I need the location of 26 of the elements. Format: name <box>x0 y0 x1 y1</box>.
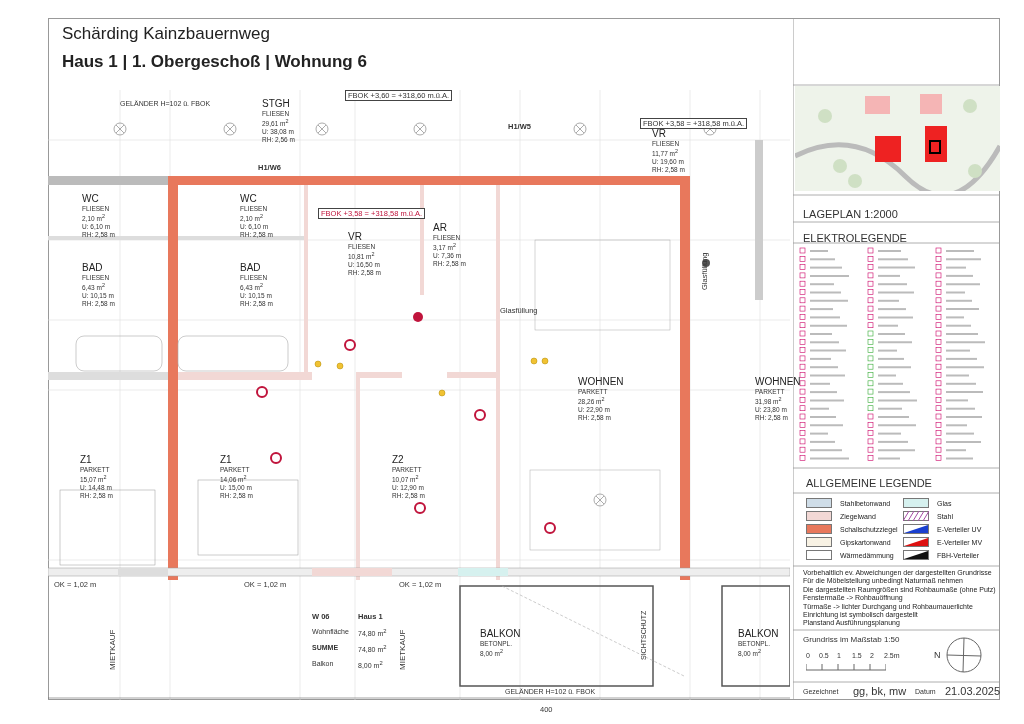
room-name: AR <box>433 222 448 234</box>
room-name: VR <box>652 128 667 140</box>
room-name: BALKON <box>738 628 779 640</box>
room-name: STGH <box>262 98 291 110</box>
plan-annotation: MIETKAUF <box>108 629 117 670</box>
room-name: Z2 <box>392 454 405 466</box>
room-name: BAD <box>240 262 262 274</box>
room-name: BAD <box>82 262 104 274</box>
subtitle: Haus 1 | 1. Obergeschoß | Wohnung 6 <box>62 52 367 72</box>
note: N <box>934 650 941 660</box>
room-name: WOHNEN <box>755 376 801 388</box>
heading: ELEKTROLEGENDE <box>803 232 907 244</box>
room-name: WC <box>82 193 100 205</box>
room-name: VR <box>348 231 363 243</box>
plan-annotation: MIETKAUF <box>398 629 407 670</box>
room-name: WC <box>240 193 258 205</box>
room-name: Z1 <box>220 454 233 466</box>
heading: ALLGEMEINE LEGENDE <box>806 477 932 489</box>
room-name: BALKON <box>480 628 521 640</box>
title: Schärding Kainzbauernweg <box>62 24 270 44</box>
heading: LAGEPLAN 1:2000 <box>803 208 898 220</box>
room-name: Z1 <box>80 454 93 466</box>
room-name: WOHNEN <box>578 376 624 388</box>
note: Grundriss im Maßstab 1:50 <box>803 635 900 644</box>
note: 21.03.2025 <box>945 685 1001 697</box>
note: gg, bk, mw <box>853 685 907 697</box>
